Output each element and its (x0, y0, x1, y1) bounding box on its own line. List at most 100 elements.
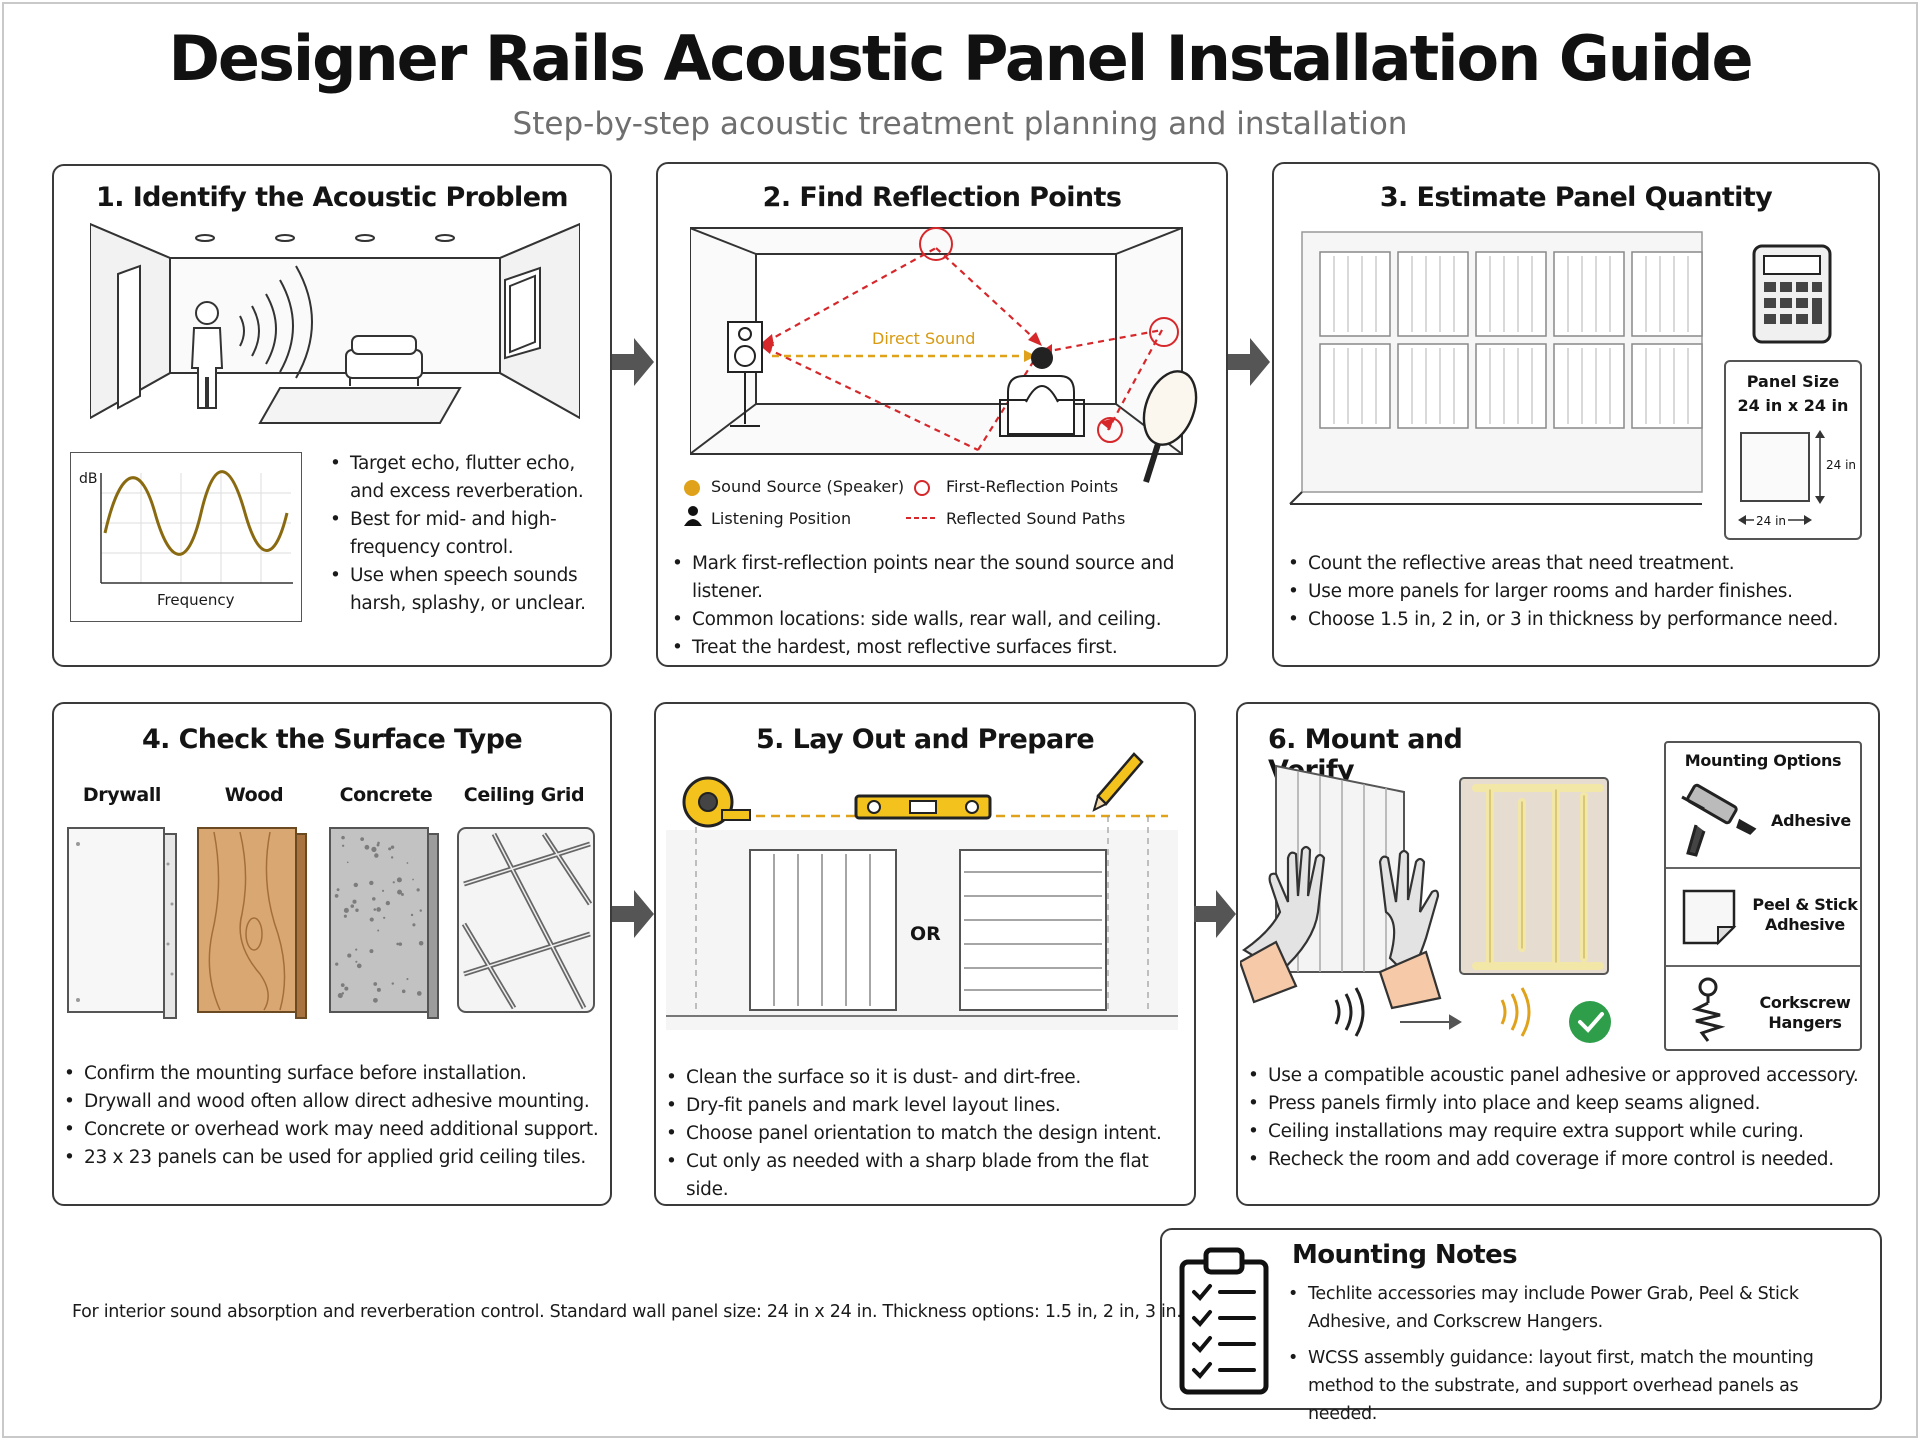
notes-bullet: WCSS assembly guidance: layout first, ma… (1284, 1344, 1864, 1428)
step-2-bullet: Treat the hardest, most reflective surfa… (668, 634, 1228, 662)
acoustic-tile (1319, 343, 1391, 429)
option-peel-stick: Peel & Stick Adhesive (1752, 895, 1858, 934)
mounting-notes-box: Mounting Notes Techlite accessories may … (1160, 1228, 1882, 1424)
panel-size-square (1740, 432, 1810, 502)
graph-x-label: Frequency (157, 591, 235, 609)
result-arrow-icon (1400, 1014, 1462, 1030)
flow-arrow-4 (1194, 890, 1236, 938)
acoustic-tile (1631, 251, 1703, 337)
frequency-graph: dB Frequency (70, 452, 302, 622)
sound-wave-dark-icon (1334, 987, 1365, 1037)
sound-wave-light-icon (1500, 987, 1531, 1037)
layout-illustration (666, 752, 1178, 1030)
panel-size-box: Panel Size 24 in x 24 in 24 in 24 in (1724, 360, 1862, 540)
page-title: Designer Rails Acoustic Panel Installati… (168, 22, 1753, 95)
footer-text: For interior sound absorption and reverb… (72, 1302, 1182, 1322)
direct-sound-label: Direct Sound (872, 329, 976, 348)
clipboard-checklist-icon (1179, 1247, 1269, 1395)
sound-source-dot (684, 480, 700, 496)
mounting-options-title: Mounting Options (1684, 751, 1842, 770)
step-1-title: 1. Identify the Acoustic Problem (96, 182, 568, 213)
step-6-bullet: Ceiling installations may require extra … (1244, 1118, 1876, 1146)
step-1-bullet: Target echo, flutter echo, and excess re… (326, 450, 596, 506)
step-3-title: 3. Estimate Panel Quantity (1379, 182, 1773, 213)
or-label: OR (910, 923, 941, 945)
step-2-bullet: Mark first-reflection points near the so… (668, 550, 1228, 606)
step-5-bullet: Choose panel orientation to match the de… (662, 1120, 1196, 1148)
surface-label-concrete: Concrete (339, 784, 433, 806)
step-6-bullet: Press panels firmly into place and keep … (1244, 1090, 1876, 1118)
horizontal-panel (959, 849, 1107, 1011)
mounting-options-box: Mounting Options Adhesive Peel & Stick A… (1664, 741, 1862, 1051)
step-2-bullet: Common locations: side walls, rear wall,… (668, 606, 1228, 634)
step-4-bullet: Concrete or overhead work may need addit… (60, 1116, 610, 1144)
surface-label-ceiling-grid: Ceiling Grid (463, 784, 585, 806)
legend-listening-position: Listening Position (711, 509, 852, 528)
check-circle-icon (1569, 1001, 1611, 1043)
step-2-title: 2. Find Reflection Points (762, 182, 1122, 213)
reflected-path-swatch (906, 517, 938, 519)
step-3-bullet: Choose 1.5 in, 2 in, or 3 in thickness b… (1284, 606, 1874, 634)
step-6-bullets: Use a compatible acoustic panel adhesive… (1244, 1062, 1876, 1174)
step-4-title: 4. Check the Surface Type (141, 724, 523, 755)
surface-label-wood: Wood (224, 784, 284, 806)
option-corkscrew: Corkscrew Hangers (1759, 993, 1851, 1032)
caulk-gun-icon (1681, 783, 1757, 857)
surface-label-drywall: Drywall (82, 784, 162, 806)
vertical-panel (749, 849, 897, 1011)
panel-size-value: 24 in x 24 in (1737, 396, 1849, 415)
acoustic-tile (1553, 343, 1625, 429)
tape-measure-icon (682, 776, 751, 828)
option-adhesive: Adhesive (1771, 811, 1851, 830)
acoustic-tile (1397, 251, 1469, 337)
mounting-illustration (1240, 764, 1611, 1043)
notes-bullet: Techlite accessories may include Power G… (1284, 1280, 1864, 1336)
listener-icon (684, 506, 702, 526)
step-3-bullet: Use more panels for larger rooms and har… (1284, 578, 1874, 606)
acoustic-tile (1631, 343, 1703, 429)
step-4-bullets: Confirm the mounting surface before inst… (60, 1060, 610, 1172)
dim-width-label: 24 in (1754, 514, 1789, 528)
step-5-bullet: Dry-fit panels and mark level layout lin… (662, 1092, 1196, 1120)
acoustic-tile (1475, 343, 1547, 429)
pencil-icon (1092, 752, 1144, 812)
panel-size-label: Panel Size (1746, 372, 1840, 391)
step-3-bullet: Count the reflective areas that need tre… (1284, 550, 1874, 578)
wall-panels-illustration (1289, 231, 1703, 505)
wood-swatch (197, 827, 307, 1019)
legend-sound-source: Sound Source (Speaker) (711, 477, 905, 496)
flow-arrow-1 (612, 338, 654, 386)
corkscrew-icon (1691, 977, 1726, 1042)
peel-stick-icon (1682, 889, 1737, 946)
step-5-bullet: Clean the surface so it is dust- and dir… (662, 1064, 1196, 1092)
step-6-bullet: Recheck the room and add coverage if mor… (1244, 1146, 1876, 1174)
calculator-icon (1752, 244, 1832, 344)
mounting-separator (1666, 867, 1860, 869)
legend-reflected-paths: Reflected Sound Paths (946, 509, 1126, 528)
flow-arrow-2 (1228, 338, 1270, 386)
acoustic-tile (1397, 343, 1469, 429)
mounting-separator (1666, 965, 1860, 967)
ceiling-grid-swatch (457, 827, 595, 1013)
room-illustration (90, 222, 580, 424)
surface-samples (67, 827, 595, 1019)
step-1-bullets: Target echo, flutter echo, and excess re… (326, 450, 596, 618)
step-1-bullet: Use when speech sounds harsh, splashy, o… (326, 562, 596, 618)
gloved-hands (1240, 845, 1442, 1010)
step-5-title: 5. Lay Out and Prepare (755, 724, 1095, 755)
page-subtitle: Step-by-step acoustic treatment planning… (512, 106, 1408, 142)
step-4-bullet: Confirm the mounting surface before inst… (60, 1060, 610, 1088)
concrete-swatch (329, 827, 439, 1019)
step-2-bullets: Mark first-reflection points near the so… (668, 550, 1228, 662)
acoustic-tile (1319, 251, 1391, 337)
level-icon (854, 794, 992, 820)
flow-arrow-3 (612, 890, 654, 938)
acoustic-tile (1553, 251, 1625, 337)
mounting-notes-title: Mounting Notes (1292, 1240, 1518, 1270)
graph-y-label: dB (79, 471, 98, 487)
first-reflection-circle (914, 480, 930, 496)
drywall-swatch (67, 827, 177, 1019)
step-5-bullets: Clean the surface so it is dust- and dir… (662, 1064, 1196, 1204)
legend-first-reflection: First-Reflection Points (946, 477, 1119, 496)
